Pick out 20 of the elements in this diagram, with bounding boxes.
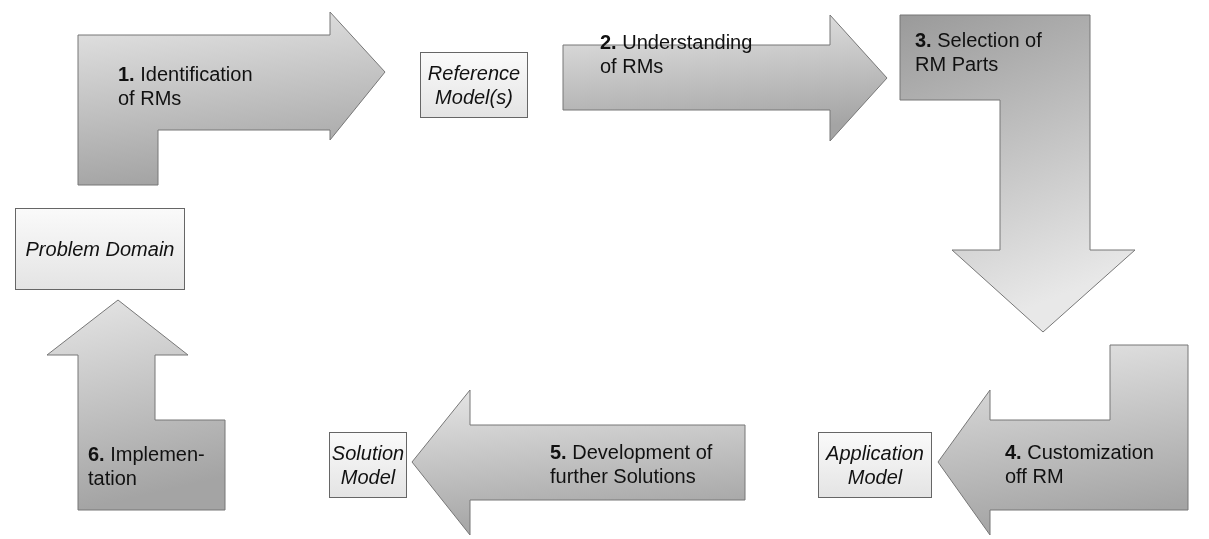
block-arrow: [78, 12, 385, 185]
model-box: [818, 432, 932, 498]
block-arrow: [900, 15, 1135, 332]
model-label: Problem Domain: [24, 237, 176, 261]
step-label: 6. Implemen- tation: [88, 442, 206, 490]
model-box: [329, 432, 407, 498]
block-arrow: [412, 390, 745, 535]
block-arrow: [938, 345, 1188, 535]
model-label: Application Model: [824, 441, 925, 489]
model-label: Solution Model: [330, 441, 406, 489]
block-arrow: [47, 300, 225, 510]
model-box: [15, 208, 185, 290]
step-label: 5. Development of further Solutions: [550, 440, 714, 488]
step-label: 1. Identification of RMs: [118, 62, 254, 110]
model-label: Reference Model(s): [426, 61, 522, 109]
block-arrow: [563, 15, 887, 141]
model-box: [420, 52, 528, 118]
step-label: 4. Customization off RM: [1005, 440, 1155, 488]
step-label: 3. Selection of RM Parts: [915, 28, 1043, 76]
step-label: 2. Understanding of RMs: [600, 30, 754, 78]
